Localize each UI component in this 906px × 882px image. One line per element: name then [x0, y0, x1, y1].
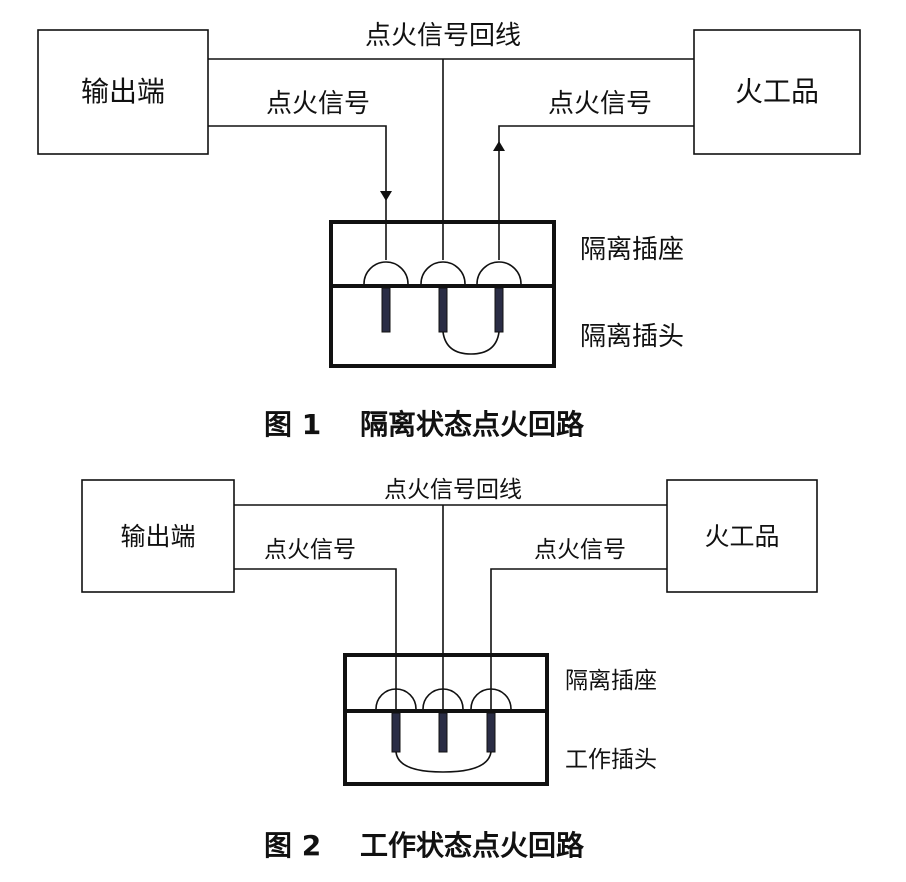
figure-1: 输出端 火工品 点火信号回线 点火信号 点火信号 隔离插座 隔离插头 图 1 隔… [37, 21, 861, 441]
socket-contact-2 [420, 261, 466, 285]
figure-2: 输出端 火工品 点火信号回线 点火信号 点火信号 隔离插座 工作插头 图 2 工… [81, 477, 818, 862]
plug-shorting-loop [395, 751, 492, 773]
socket-label: 隔离插座 [580, 235, 684, 265]
left-signal-label: 点火信号 [266, 89, 370, 119]
socket-contact-3 [476, 261, 522, 285]
left-signal-label: 点火信号 [264, 537, 356, 563]
output-box-label: 输出端 [81, 75, 165, 108]
caption-number: 图 1 [264, 408, 321, 441]
output-box [81, 479, 235, 593]
output-box-label: 输出端 [120, 522, 195, 551]
output-box [37, 29, 209, 155]
right-signal-line [498, 125, 694, 146]
return-line-label: 点火信号回线 [365, 21, 521, 51]
socket-contact-1 [363, 261, 409, 285]
caption-number: 图 2 [264, 829, 321, 862]
left-signal-line [234, 568, 397, 710]
caption-title: 工作状态点火回路 [360, 829, 585, 862]
plug-label: 工作插头 [565, 747, 657, 773]
socket-contact-1 [375, 688, 417, 710]
socket-label: 隔离插座 [565, 668, 657, 694]
pyro-box-label: 火工品 [735, 75, 819, 108]
pyro-box-label: 火工品 [704, 522, 779, 551]
plug-pin-3 [486, 712, 496, 753]
plug-shorting-loop [442, 331, 500, 355]
caption-title: 隔离状态点火回路 [360, 408, 585, 441]
plug-pin-3 [494, 287, 504, 333]
right-signal-line [490, 568, 667, 710]
right-signal-label: 点火信号 [548, 89, 652, 119]
plug-pin-2 [438, 287, 448, 333]
socket-contact-2 [422, 688, 464, 710]
connector-housing [329, 220, 556, 368]
plug-label: 隔离插头 [580, 322, 684, 352]
connector-housing [343, 653, 549, 786]
plug-pin-1 [381, 287, 391, 333]
pyro-box [666, 479, 818, 593]
return-line-label: 点火信号回线 [384, 477, 522, 503]
right-signal-label: 点火信号 [534, 537, 626, 563]
pyro-box [693, 29, 861, 155]
plug-pin-2 [438, 712, 448, 753]
left-signal-line [208, 125, 392, 201]
plug-pin-1 [391, 712, 401, 753]
socket-contact-3 [470, 688, 512, 710]
